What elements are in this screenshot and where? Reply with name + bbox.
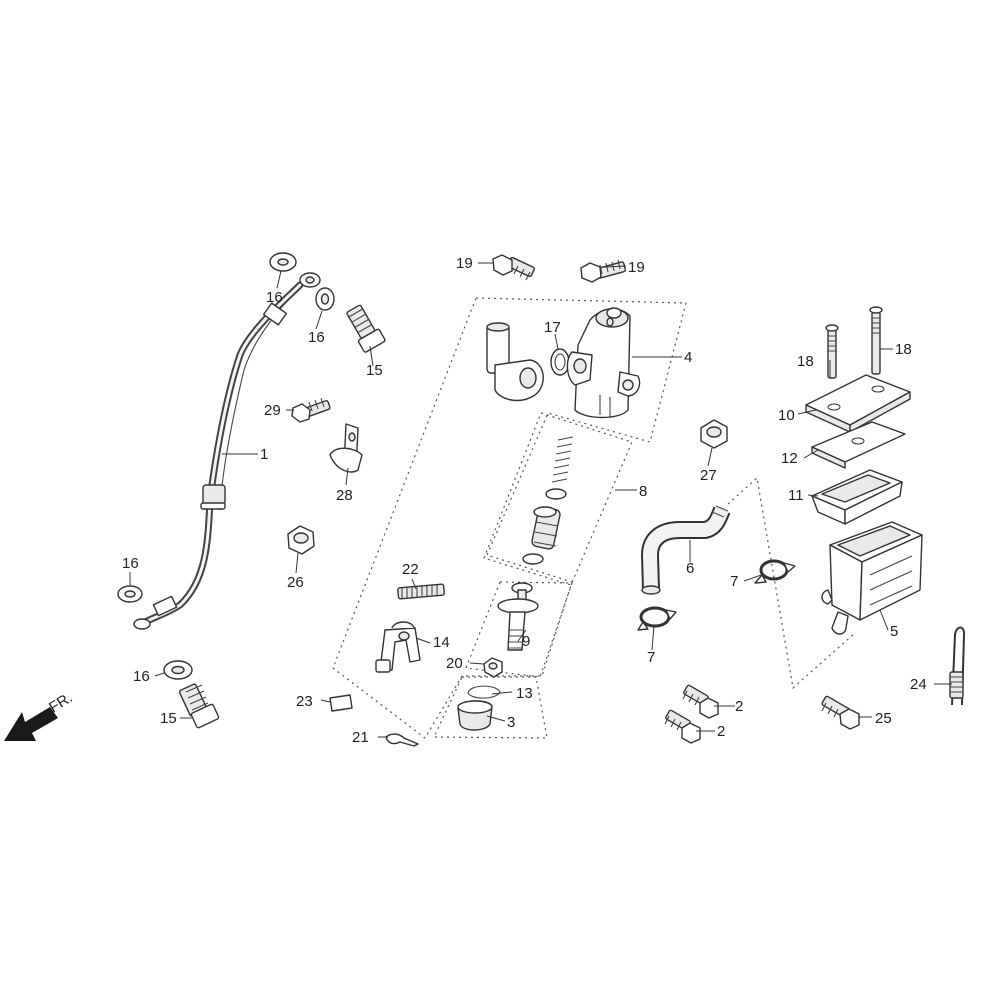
callout-push-rod: 9 bbox=[522, 633, 530, 650]
callout-rubber-pad: 23 bbox=[296, 693, 313, 710]
reservoir-cap-10 bbox=[805, 374, 911, 433]
callout-hose: 1 bbox=[260, 446, 268, 463]
callout-cylinder: 4 bbox=[684, 349, 692, 366]
boot-outline bbox=[433, 676, 548, 739]
callout-reservoir-hose: 6 bbox=[686, 560, 694, 577]
nut-26 bbox=[287, 525, 315, 555]
spring-22 bbox=[397, 583, 445, 600]
clamp-28 bbox=[329, 423, 363, 473]
diaphragm-11 bbox=[811, 469, 903, 525]
screw-18-left bbox=[825, 324, 839, 379]
nut-20 bbox=[483, 657, 503, 678]
reservoir-connection-outline bbox=[727, 476, 856, 690]
callout-screw-right: 18 bbox=[895, 341, 912, 358]
callout-spring: 22 bbox=[402, 561, 419, 578]
circlip-13 bbox=[467, 685, 501, 699]
callout-oring: 17 bbox=[544, 319, 561, 336]
nut-27 bbox=[700, 419, 728, 449]
washer-16-a bbox=[269, 252, 297, 272]
callout-bolt-19-right: 19 bbox=[628, 259, 645, 276]
front-arrow-icon bbox=[4, 707, 58, 741]
callout-clamp: 28 bbox=[336, 487, 353, 504]
joint-14 bbox=[375, 621, 421, 673]
callout-circlip: 13 bbox=[516, 685, 533, 702]
bolt-29 bbox=[291, 397, 331, 423]
master-cylinder-body bbox=[566, 307, 641, 419]
callout-bolt-lower-b: 2 bbox=[717, 723, 725, 740]
callout-clip-upper: 7 bbox=[730, 573, 738, 590]
callout-reservoir: 5 bbox=[890, 623, 898, 640]
callout-spring-pin: 24 bbox=[910, 676, 927, 693]
push-rod bbox=[497, 582, 539, 651]
callout-bolt-25: 25 bbox=[875, 710, 892, 727]
washer-16-c bbox=[117, 585, 143, 603]
reservoir-hose-6 bbox=[640, 505, 731, 595]
callout-nut: 20 bbox=[446, 655, 463, 672]
washer-16-b bbox=[315, 287, 335, 311]
clip-7-upper bbox=[754, 559, 796, 584]
push-rod-outline bbox=[465, 581, 573, 678]
callout-bolt-29: 29 bbox=[264, 402, 281, 419]
callout-boot: 3 bbox=[507, 714, 515, 731]
boot-3 bbox=[457, 700, 493, 731]
banjo-bolt-15-lower bbox=[178, 683, 220, 729]
callout-washer-d: 16 bbox=[133, 668, 150, 685]
callout-nut-27: 27 bbox=[700, 467, 717, 484]
callout-diaphragm: 11 bbox=[788, 487, 804, 504]
callout-washer-a: 16 bbox=[266, 289, 283, 306]
cotter-pin-21 bbox=[385, 733, 419, 747]
spring-pin-24 bbox=[949, 626, 966, 706]
assembly-outlines bbox=[332, 297, 856, 739]
bolt-2-lower bbox=[664, 709, 701, 744]
callout-plate: 12 bbox=[781, 450, 798, 467]
oring-17 bbox=[550, 348, 570, 376]
callout-screw-left: 18 bbox=[797, 353, 814, 370]
callout-bolt-15-lower: 15 bbox=[160, 710, 177, 727]
bolt-19-left bbox=[492, 254, 535, 281]
clip-7-lower bbox=[637, 606, 677, 631]
bolt-2-upper bbox=[682, 684, 719, 719]
callout-bolt-15-upper: 15 bbox=[366, 362, 383, 379]
callout-washer-c: 16 bbox=[122, 555, 139, 572]
piston-spring bbox=[551, 436, 574, 483]
callout-washer-b: 16 bbox=[308, 329, 325, 346]
callout-bolt-19-left: 19 bbox=[456, 255, 473, 272]
callout-nut-26: 26 bbox=[287, 574, 304, 591]
washer-16-d bbox=[163, 660, 193, 680]
front-direction-indicator: FR. bbox=[4, 689, 76, 741]
bolt-25 bbox=[821, 695, 860, 730]
plate-12 bbox=[811, 421, 906, 469]
callout-cap: 10 bbox=[778, 407, 795, 424]
callout-clip-lower: 7 bbox=[647, 649, 655, 666]
callout-labels: 1 2 2 3 4 5 6 7 7 8 9 10 11 12 13 14 15 … bbox=[122, 255, 927, 746]
callout-joint: 14 bbox=[433, 634, 450, 651]
callout-bolt-lower-a: 2 bbox=[735, 698, 743, 715]
piston-set bbox=[522, 436, 574, 565]
bolt-19-right bbox=[580, 259, 627, 283]
callout-piston-set: 8 bbox=[639, 483, 647, 500]
banjo-bolt-15-upper bbox=[346, 304, 386, 353]
leader-lines bbox=[129, 262, 952, 738]
brake-hose bbox=[133, 272, 321, 630]
rubber-pad-23 bbox=[329, 694, 353, 712]
screw-18-right bbox=[869, 306, 883, 375]
hose-joint bbox=[486, 322, 544, 402]
reservoir-5 bbox=[821, 521, 923, 635]
callout-cotter-pin: 21 bbox=[352, 729, 369, 746]
